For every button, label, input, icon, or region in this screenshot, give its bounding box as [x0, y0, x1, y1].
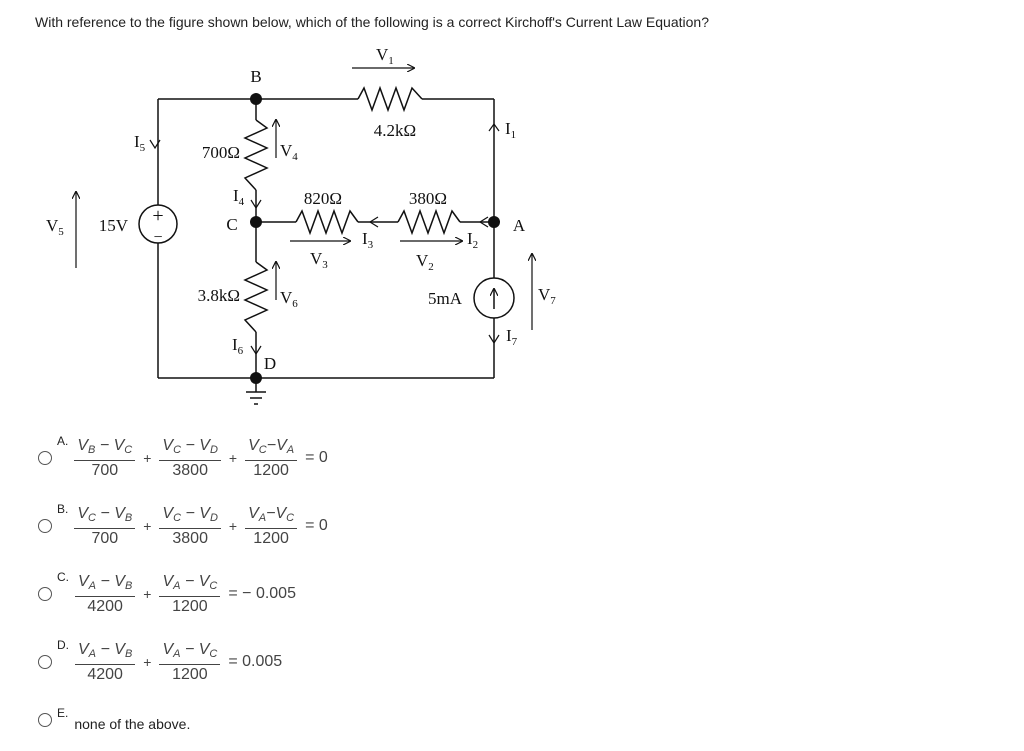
source-v-label: 15V — [99, 216, 129, 235]
node-d-dot — [250, 372, 262, 384]
fraction: VA − VB 4200 — [75, 640, 136, 684]
source-i-label: 5mA — [428, 289, 463, 308]
fraction: VC − VB 700 — [74, 504, 136, 548]
option-d-radio[interactable] — [38, 655, 52, 669]
v6-label: V6 — [280, 288, 298, 310]
i2-label: I2 — [467, 229, 478, 251]
option-a-equation: VB − VC 700 + VC − VD 3800 + VC−VA 1200 … — [72, 436, 328, 480]
fraction: VA−VC 1200 — [245, 504, 298, 548]
r-3k8-label: 3.8kΩ — [198, 286, 240, 305]
option-e[interactable]: E. none of the above. — [38, 706, 191, 732]
r-820-label: 820Ω — [304, 189, 342, 208]
option-d[interactable]: D. VA − VB 4200 + VA − VC 1200 = 0.005 — [38, 638, 282, 684]
i5-arrow — [149, 139, 161, 150]
i4-arrow — [250, 199, 262, 210]
question-text: With reference to the figure shown below… — [35, 14, 709, 30]
fraction: VC − VD 3800 — [159, 436, 221, 480]
node-b-label: B — [250, 67, 261, 86]
option-b-radio[interactable] — [38, 519, 52, 533]
option-e-radio[interactable] — [38, 713, 52, 727]
node-c-dot — [250, 216, 262, 228]
circuit-diagram: + − B C A D 4.2kΩ 700Ω 820Ω 380Ω 3. — [46, 45, 556, 405]
current-source — [473, 277, 515, 319]
node-a-label: A — [513, 216, 526, 235]
option-a[interactable]: A. VB − VC 700 + VC − VD 3800 + VC−VA 12… — [38, 434, 328, 480]
option-c-letter: C. — [57, 570, 69, 584]
v3-label: V3 — [310, 249, 328, 271]
fraction: VA − VC 1200 — [159, 640, 221, 684]
v1-label: V1 — [376, 45, 394, 67]
voltage-source: + − — [138, 204, 178, 246]
i2-arrow — [478, 216, 489, 228]
circuit-labels: B C A D 4.2kΩ 700Ω 820Ω 380Ω 3.8kΩ 15V 5… — [46, 45, 556, 373]
v7-label: V7 — [538, 285, 556, 307]
arrows — [76, 68, 532, 356]
option-b[interactable]: B. VC − VB 700 + VC − VD 3800 + VA−VC 12… — [38, 502, 328, 548]
i5-label: I5 — [134, 132, 146, 154]
node-d-label: D — [264, 354, 276, 373]
v2-label: V2 — [416, 251, 434, 273]
fraction: VA − VC 1200 — [159, 572, 221, 616]
option-c[interactable]: C. VA − VB 4200 + VA − VC 1200 = − 0.005 — [38, 570, 296, 616]
v4-label: V4 — [280, 141, 298, 163]
option-d-letter: D. — [57, 638, 69, 652]
i1-label: I1 — [505, 119, 516, 141]
resistor-380 — [397, 208, 461, 236]
option-c-radio[interactable] — [38, 587, 52, 601]
node-a-dot — [488, 216, 500, 228]
option-d-equation: VA − VB 4200 + VA − VC 1200 = 0.005 — [73, 640, 282, 684]
r-380-label: 380Ω — [409, 189, 447, 208]
resistor-3k8 — [243, 261, 269, 333]
i3-label: I3 — [362, 229, 374, 251]
option-a-radio[interactable] — [38, 451, 52, 465]
i7-arrow — [488, 334, 500, 345]
resistor-4k2 — [357, 85, 423, 113]
minus-sign: − — [153, 229, 162, 246]
i6-label: I6 — [232, 335, 244, 357]
resistor-700 — [243, 119, 269, 191]
option-a-letter: A. — [57, 434, 69, 448]
node-b-dot — [250, 93, 262, 105]
option-c-equation: VA − VB 4200 + VA − VC 1200 = − 0.005 — [73, 572, 296, 616]
i3-arrow — [368, 216, 379, 228]
option-b-equation: VC − VB 700 + VC − VD 3800 + VA−VC 1200 … — [72, 504, 328, 548]
i7-label: I7 — [506, 326, 518, 348]
i1-arrow — [488, 122, 500, 132]
r-700-label: 700Ω — [202, 143, 240, 162]
r-4k2-label: 4.2kΩ — [374, 121, 416, 140]
option-b-letter: B. — [57, 502, 69, 516]
resistors — [243, 85, 461, 333]
option-e-letter: E. — [57, 706, 69, 720]
i4-label: I4 — [233, 186, 245, 208]
fraction: VC − VD 3800 — [159, 504, 221, 548]
node-c-label: C — [226, 215, 237, 234]
i6-arrow — [250, 345, 262, 356]
fraction: VB − VC 700 — [74, 436, 136, 480]
plus-sign: + — [152, 205, 163, 227]
resistor-820 — [295, 208, 359, 236]
fraction: VA − VB 4200 — [75, 572, 136, 616]
fraction: VC−VA 1200 — [245, 436, 298, 480]
v5-label: V5 — [46, 216, 64, 238]
option-e-text: none of the above. — [74, 716, 191, 732]
node-dots — [250, 93, 500, 384]
